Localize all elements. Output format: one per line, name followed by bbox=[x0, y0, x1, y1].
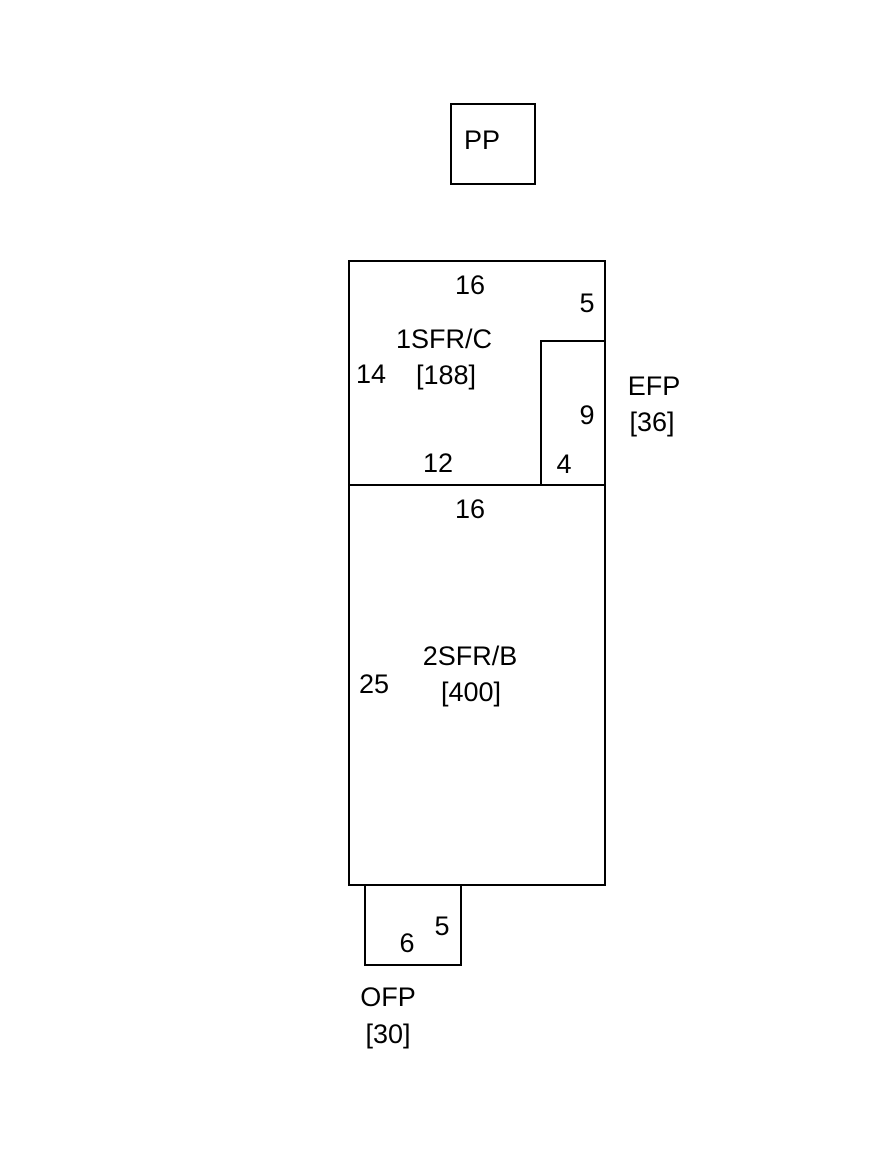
dim-top-width: 16 bbox=[455, 270, 485, 300]
second-floor-name: 2SFR/B bbox=[423, 641, 518, 671]
dim-inner-bottom-width: 12 bbox=[423, 448, 453, 478]
pp-box bbox=[450, 103, 536, 185]
dim-ofp-width: 6 bbox=[399, 928, 414, 958]
efp-name: EFP bbox=[628, 371, 681, 401]
ofp-area: [30] bbox=[365, 1019, 410, 1049]
ofp-box bbox=[364, 884, 462, 966]
efp-area: [36] bbox=[629, 407, 674, 437]
ofp-name: OFP bbox=[360, 982, 416, 1012]
second-floor-box bbox=[348, 484, 606, 886]
dim-porch-width: 4 bbox=[556, 449, 571, 479]
pp-label: PP bbox=[464, 125, 500, 155]
dim-porch-height: 9 bbox=[579, 400, 594, 430]
first-floor-name: 1SFR/C bbox=[396, 324, 492, 354]
dim-upper-right-side: 5 bbox=[579, 288, 594, 318]
dim-left-side-upper: 14 bbox=[356, 359, 386, 389]
dim-ofp-height: 5 bbox=[434, 911, 449, 941]
first-floor-area: [188] bbox=[416, 360, 476, 390]
second-floor-area: [400] bbox=[441, 677, 501, 707]
dim-left-side-lower: 25 bbox=[359, 669, 389, 699]
dim-middle-width: 16 bbox=[455, 494, 485, 524]
